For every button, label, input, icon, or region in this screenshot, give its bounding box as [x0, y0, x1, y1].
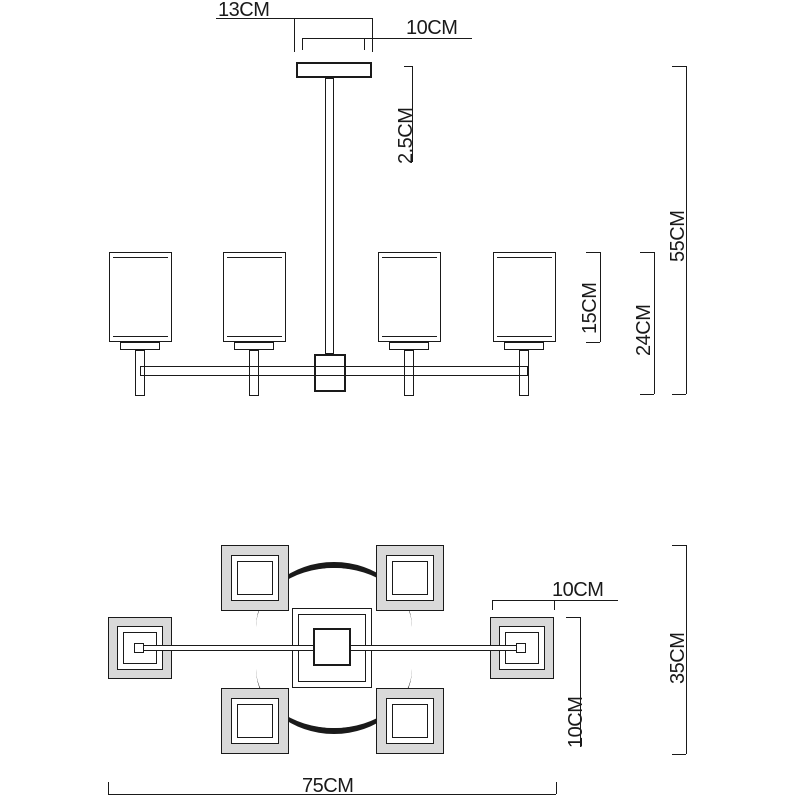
shade-inner-line [497, 336, 552, 337]
dimension-label: 75CM [302, 775, 354, 797]
dimension-label: 10CM [406, 17, 458, 39]
bulb-holder [504, 342, 544, 350]
shade-inner-line [113, 257, 168, 258]
lamp-plate-inner [392, 704, 428, 738]
dimension-label: 10CM [565, 696, 587, 748]
arm-end-cap [516, 643, 526, 653]
dimension-label: 55CM [667, 210, 689, 262]
shade-inner-line [382, 336, 437, 337]
glass-shade [493, 252, 556, 342]
shade-inner-line [227, 336, 282, 337]
glass-shade [378, 252, 441, 342]
shade-inner-line [497, 257, 552, 258]
center-hub [314, 354, 346, 392]
dimension-label: 24CM [633, 304, 655, 356]
curved-arm-lower [256, 604, 412, 734]
lamp-stem [135, 350, 145, 396]
arm-end-cap [134, 643, 144, 653]
curved-arm-upper [256, 562, 412, 692]
horizontal-arm-bar [140, 366, 528, 376]
curved-arm-lower-inner [262, 610, 406, 728]
shade-inner-line [113, 336, 168, 337]
lamp-stem [249, 350, 259, 396]
suspension-rod [325, 78, 334, 354]
lamp-stem [519, 350, 529, 396]
center-body [313, 628, 351, 666]
dimension-label: 2.5CM [395, 107, 417, 164]
lamp-stem [404, 350, 414, 396]
shade-inner-line [382, 257, 437, 258]
lamp-plate-inner [237, 561, 273, 595]
bulb-holder [120, 342, 160, 350]
bulb-holder [234, 342, 274, 350]
glass-shade [223, 252, 286, 342]
shade-inner-line [227, 257, 282, 258]
ceiling-canopy [296, 62, 372, 78]
lamp-plate-inner [392, 561, 428, 595]
lamp-plate-inner [237, 704, 273, 738]
glass-shade [109, 252, 172, 342]
dimension-label: 13CM [218, 0, 270, 21]
curved-arm-upper-inner [262, 568, 406, 686]
dimension-label: 10CM [552, 579, 604, 601]
dimension-label: 35CM [667, 632, 689, 684]
bulb-holder [389, 342, 429, 350]
dimension-label: 15CM [579, 282, 601, 334]
